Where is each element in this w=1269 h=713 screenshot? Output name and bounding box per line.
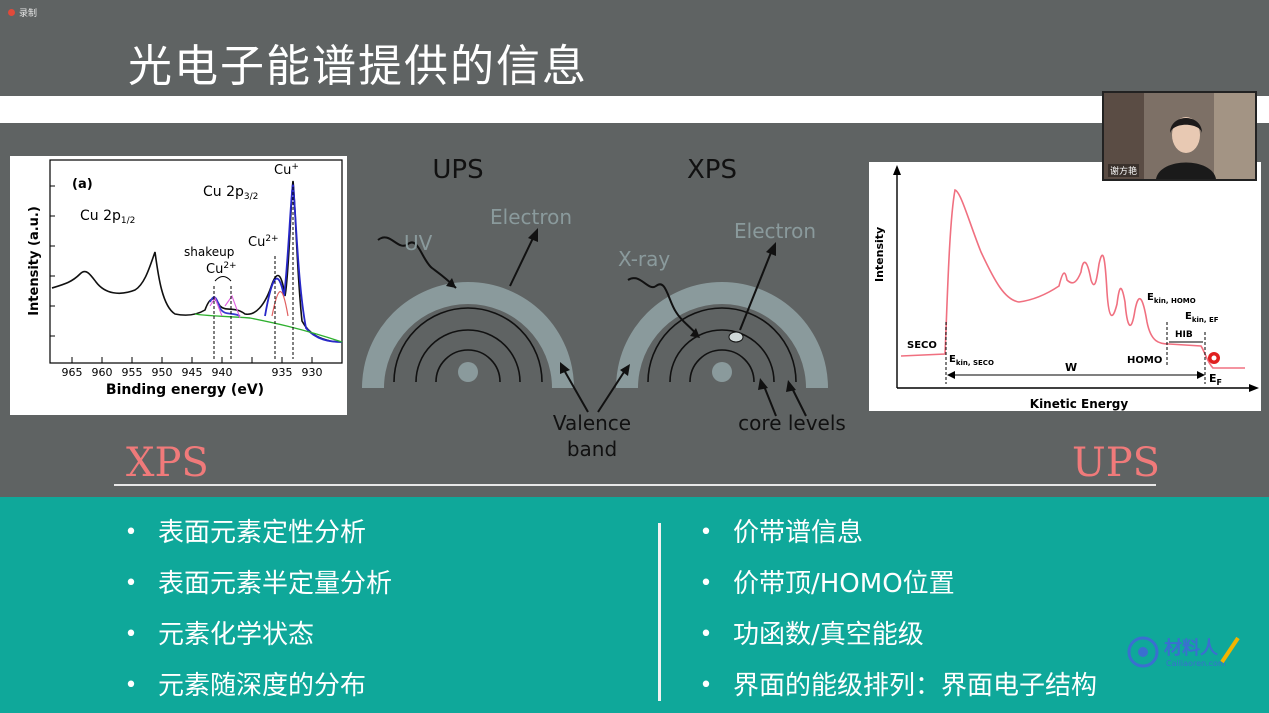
- xps-spectrum-figure: (a) Cu 2p1/2 Cu 2p3/2 Cu+ Cu2+ shakeup C…: [10, 156, 347, 415]
- list-item: •功函数/真空能级: [699, 619, 924, 650]
- ef-label: EF: [1209, 372, 1222, 387]
- xray-label: X-ray: [618, 247, 670, 271]
- watermark-logo: 材料人 Cailiaoren.com: [1126, 632, 1246, 672]
- list-item: •表面元素半定量分析: [124, 568, 393, 599]
- ekin-seco-label: Ekin, SECO: [949, 354, 994, 367]
- logo-sub: Cailiaoren.com: [1166, 659, 1226, 668]
- recording-indicator: 录制: [8, 6, 37, 19]
- list-item: •价带顶/HOMO位置: [699, 568, 955, 599]
- list-item: •价带谱信息: [699, 517, 864, 548]
- section-divider: [114, 484, 1156, 486]
- cu2-plus-label: Cu2+: [248, 234, 279, 250]
- cu2p12-label: Cu 2p1/2: [80, 208, 135, 226]
- list-item: •表面元素定性分析: [124, 517, 367, 548]
- homo-label: HOMO: [1127, 355, 1162, 366]
- ups-section-label: UPS: [1072, 440, 1161, 486]
- presenter-name: 谢方艳: [1108, 164, 1140, 177]
- electron-label-ups: Electron: [490, 205, 572, 229]
- title-band: [0, 96, 1269, 123]
- ups-heading: UPS: [432, 155, 483, 185]
- ekin-ef-label: Ekin, EF: [1185, 311, 1219, 324]
- x-tick: 935: [272, 366, 293, 379]
- presenter-video[interactable]: 谢方艳: [1102, 91, 1257, 181]
- work-function-label: W: [1065, 361, 1077, 374]
- seco-label: SECO: [907, 340, 937, 351]
- x-axis-label: Kinetic Energy: [1030, 397, 1129, 411]
- hib-label: HIB: [1175, 330, 1193, 340]
- info-panel: [0, 497, 1269, 713]
- list-item: •元素随深度的分布: [124, 670, 367, 701]
- x-tick: 945: [182, 366, 203, 379]
- x-tick: 930: [302, 366, 323, 379]
- list-item: •元素化学状态: [124, 619, 315, 650]
- shakeup-cu-label: Cu2+: [206, 261, 237, 277]
- slide-title: 光电子能谱提供的信息: [128, 41, 588, 92]
- logo-main: 材料人: [1164, 637, 1219, 659]
- recording-label: 录制: [19, 9, 38, 19]
- core-levels-label: core levels: [738, 411, 846, 435]
- x-tick: 955: [122, 366, 143, 379]
- shakeup-label: shakeup: [184, 245, 234, 259]
- photoemission-diagram: UPS XPS UV X-ray Electron Electron Valen…: [362, 155, 846, 461]
- xps-section-label: XPS: [126, 440, 209, 486]
- y-axis-label: Intensity: [873, 227, 886, 282]
- panel-tag: (a): [72, 177, 93, 192]
- column-divider: [658, 523, 661, 701]
- xps-info-list: •表面元素定性分析 •表面元素半定量分析 •元素化学状态 •元素随深度的分布: [118, 507, 393, 711]
- band-label: band: [567, 437, 617, 461]
- electron-label-xps: Electron: [734, 219, 816, 243]
- y-axis-label: Intensity (a.u.): [27, 206, 42, 316]
- x-tick: 950: [152, 366, 173, 379]
- ups-info-list: •价带谱信息 •价带顶/HOMO位置 •功函数/真空能级 •界面的能级排列：界面…: [693, 507, 1098, 711]
- uv-label: UV: [404, 231, 433, 255]
- x-axis-label: Binding energy (eV): [106, 382, 264, 398]
- ups-spectrum-figure: Intensity Kinetic Energy SECO Ekin, SECO…: [869, 162, 1261, 411]
- xps-heading: XPS: [687, 155, 737, 185]
- x-tick: 940: [212, 366, 233, 379]
- valence-label: Valence: [553, 411, 631, 435]
- x-tick: 965: [62, 366, 83, 379]
- list-item: •界面的能级排列：界面电子结构: [699, 670, 1098, 701]
- cu-plus-label: Cu+: [274, 162, 299, 178]
- x-tick: 960: [92, 366, 113, 379]
- cu2p32-label: Cu 2p3/2: [203, 184, 258, 202]
- record-icon: [8, 9, 15, 16]
- ekin-homo-label: Ekin, HOMO: [1147, 292, 1196, 305]
